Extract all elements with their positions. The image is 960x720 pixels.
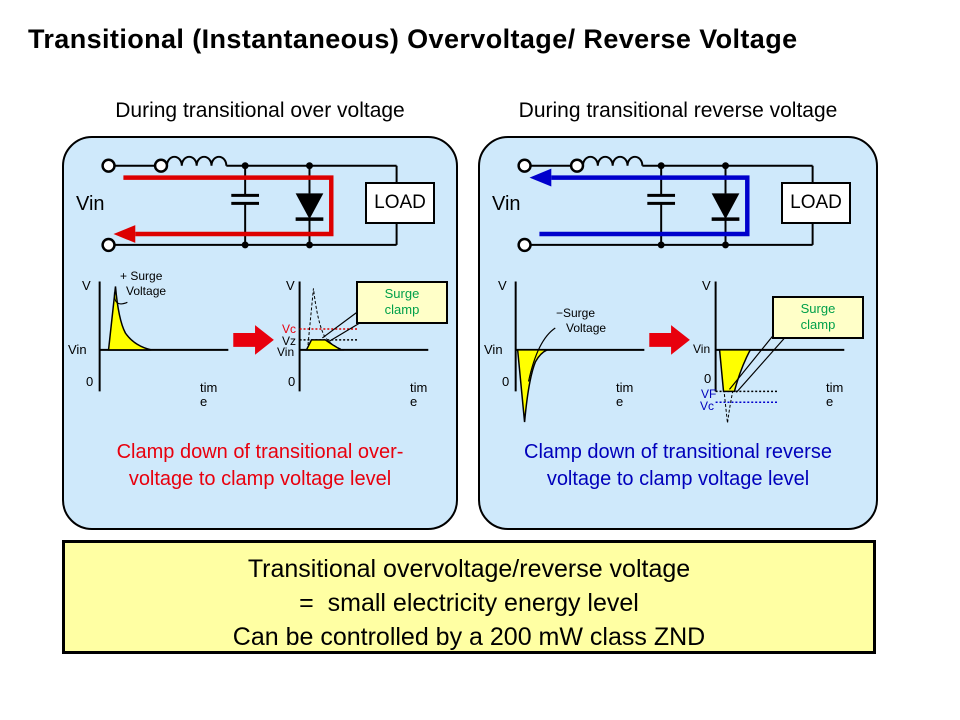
overvoltage-caption: Clamp down of transitional over- voltage… xyxy=(116,441,404,490)
vin-source-label: Vin xyxy=(76,193,105,215)
load-box: LOAD xyxy=(365,182,435,224)
g2-origin-label: 0 xyxy=(704,371,712,386)
reverse-surge-annotation: −Surge Voltage xyxy=(556,306,607,335)
g1-time-axis-label: time xyxy=(616,380,634,410)
negative-surge-waveform xyxy=(516,349,548,423)
surge-spike-waveform xyxy=(107,286,152,351)
g2-origin-label: 0 xyxy=(288,374,296,389)
graph1-axes xyxy=(514,281,645,392)
clamped-reverse-waveform xyxy=(718,349,752,393)
g2-vz-level-label: Vz xyxy=(282,334,297,348)
g1-vin-level-label: Vin xyxy=(484,342,503,357)
surge-annotation-pointer xyxy=(113,292,128,305)
vin-source-label: Vin xyxy=(492,193,521,215)
g2-vc-level-label: Vc xyxy=(282,322,297,336)
g2-v-axis-label: V xyxy=(702,278,711,293)
summary-line-3: Can be controlled by a 200 mW class ZND xyxy=(232,623,706,651)
input-terminals xyxy=(101,158,169,253)
summary-line-2: = small electricity energy level xyxy=(299,589,639,617)
surge-annotation-pointer xyxy=(527,327,556,382)
junction-dots xyxy=(657,162,729,249)
right-panel-heading: During transitional reverse voltage xyxy=(518,99,838,122)
g1-origin-label: 0 xyxy=(86,374,94,389)
g2-time-axis-label: time xyxy=(410,380,428,410)
g2-vc-level-label: Vc xyxy=(700,399,715,413)
surge-voltage-annotation: + Surge Voltage xyxy=(120,269,167,298)
reverse-voltage-panel: Vin LOAD V Vin 0 time −Surge Voltage V V… xyxy=(478,136,878,530)
callout-pointer-lines xyxy=(729,331,791,393)
load-box: LOAD xyxy=(781,182,851,224)
overvoltage-current-loop xyxy=(113,175,334,243)
summary-box: Transitional overvoltage/reverse voltage… xyxy=(62,540,876,654)
g2-vf-level-label: VF xyxy=(701,387,717,401)
surge-clamp-callout: Surge clamp xyxy=(772,296,864,339)
g1-vin-level-label: Vin xyxy=(68,342,87,357)
overvoltage-panel: Vin LOAD V Vin 0 time + Surge Voltage V … xyxy=(62,136,458,530)
g2-vin-level-label: Vin xyxy=(277,345,295,359)
inductor-coil xyxy=(165,155,228,166)
reverse-voltage-caption: Clamp down of transitional reverse volta… xyxy=(524,441,832,490)
g2-vin-level-label: Vin xyxy=(693,342,711,356)
g1-v-axis-label: V xyxy=(82,278,91,293)
zener-diode xyxy=(295,193,324,220)
clamped-surge-waveform xyxy=(305,339,345,351)
circuit-wires xyxy=(524,155,814,246)
circuit-wires xyxy=(108,155,398,246)
page-title: Transitional (Instantaneous) Overvoltage… xyxy=(28,24,798,54)
g1-origin-label: 0 xyxy=(502,374,510,389)
left-panel-heading: During transitional over voltage xyxy=(115,99,405,122)
surge-clamp-callout: Surge clamp xyxy=(356,281,448,324)
input-terminals xyxy=(517,158,585,253)
g2-v-axis-label: V xyxy=(286,278,295,293)
g1-time-axis-label: time xyxy=(200,380,218,410)
inductor-coil xyxy=(581,155,644,166)
transform-arrow xyxy=(649,325,690,355)
junction-dots xyxy=(241,162,313,249)
reverse-graphics-svg xyxy=(514,155,845,424)
zener-diode xyxy=(711,193,740,220)
summary-line-1: Transitional overvoltage/reverse voltage xyxy=(247,555,691,583)
g1-v-axis-label: V xyxy=(498,278,507,293)
reverse-current-loop xyxy=(529,168,750,237)
g2-time-axis-label: time xyxy=(826,380,844,410)
overvoltage-graphics-svg xyxy=(98,155,429,392)
transform-arrow xyxy=(233,325,274,355)
